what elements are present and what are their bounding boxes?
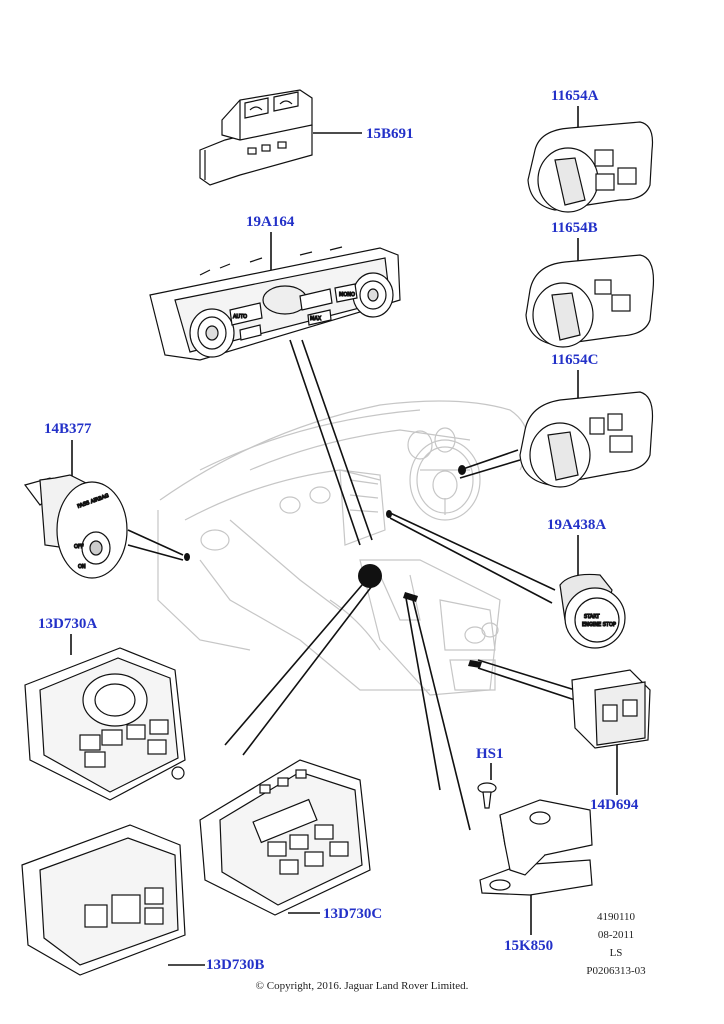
part-19A438A-start-button[interactable]: START ENGINE STOP: [559, 573, 626, 649]
part-13D730B-controller[interactable]: [21, 824, 186, 976]
callout-HS1[interactable]: HS1: [476, 746, 504, 762]
dashboard-ghost: [157, 400, 529, 696]
svg-text:ON: ON: [78, 564, 86, 570]
callout-14B377[interactable]: 14B377: [44, 421, 92, 437]
callout-15B691[interactable]: 15B691: [366, 126, 414, 142]
callout-11654A[interactable]: 11654A: [551, 88, 599, 104]
part-19A164-climate-panel[interactable]: AUTO MONO MAX: [149, 246, 401, 361]
svg-text:OFF: OFF: [74, 544, 84, 550]
part-13D730A-terrain-controller[interactable]: [24, 647, 186, 801]
callout-11654B[interactable]: 11654B: [551, 220, 598, 236]
reference-line-2: 08-2011: [597, 929, 635, 941]
callout-19A164[interactable]: 19A164: [246, 214, 295, 230]
callout-13D730A[interactable]: 13D730A: [38, 616, 98, 632]
location-markers: [184, 465, 482, 668]
reference-line-3: LS: [609, 947, 623, 959]
callout-13D730B[interactable]: 13D730B: [206, 957, 265, 973]
part-11654B-headlamp-switch[interactable]: [525, 254, 655, 348]
svg-text:ENGINE STOP: ENGINE STOP: [582, 622, 616, 628]
callout-15K850[interactable]: 15K850: [504, 938, 554, 954]
svg-text:MONO: MONO: [339, 292, 355, 298]
part-13D730C-controller[interactable]: [199, 759, 371, 916]
reference-line-1: 4190110: [596, 911, 636, 923]
reference-line-4: P0206313-03: [586, 965, 646, 977]
svg-text:AUTO: AUTO: [233, 314, 247, 320]
part-14B377-airbag-switch[interactable]: PASS AIRBAG OFF ON: [23, 474, 128, 579]
callout-14D694[interactable]: 14D694: [590, 797, 639, 813]
callout-19A438A[interactable]: 19A438A: [547, 517, 607, 533]
part-15B691-switch[interactable]: [199, 89, 313, 186]
part-11654C-headlamp-switch[interactable]: [519, 391, 654, 488]
part-11654A-headlamp-switch[interactable]: [527, 121, 654, 213]
leader-lines: [70, 106, 618, 966]
svg-text:MAX: MAX: [310, 316, 322, 322]
svg-text:START: START: [584, 614, 600, 620]
reference-block: 4190110 08-2011 LS P0206313-03: [578, 908, 654, 980]
part-15K850-switch[interactable]: [479, 799, 593, 896]
copyright-notice: © Copyright, 2016. Jaguar Land Rover Lim…: [255, 980, 469, 992]
part-14D694-seat-switch[interactable]: [571, 669, 651, 749]
callout-13D730C[interactable]: 13D730C: [323, 906, 383, 922]
callout-11654C[interactable]: 11654C: [551, 352, 599, 368]
part-HS1-screw[interactable]: [477, 782, 497, 809]
